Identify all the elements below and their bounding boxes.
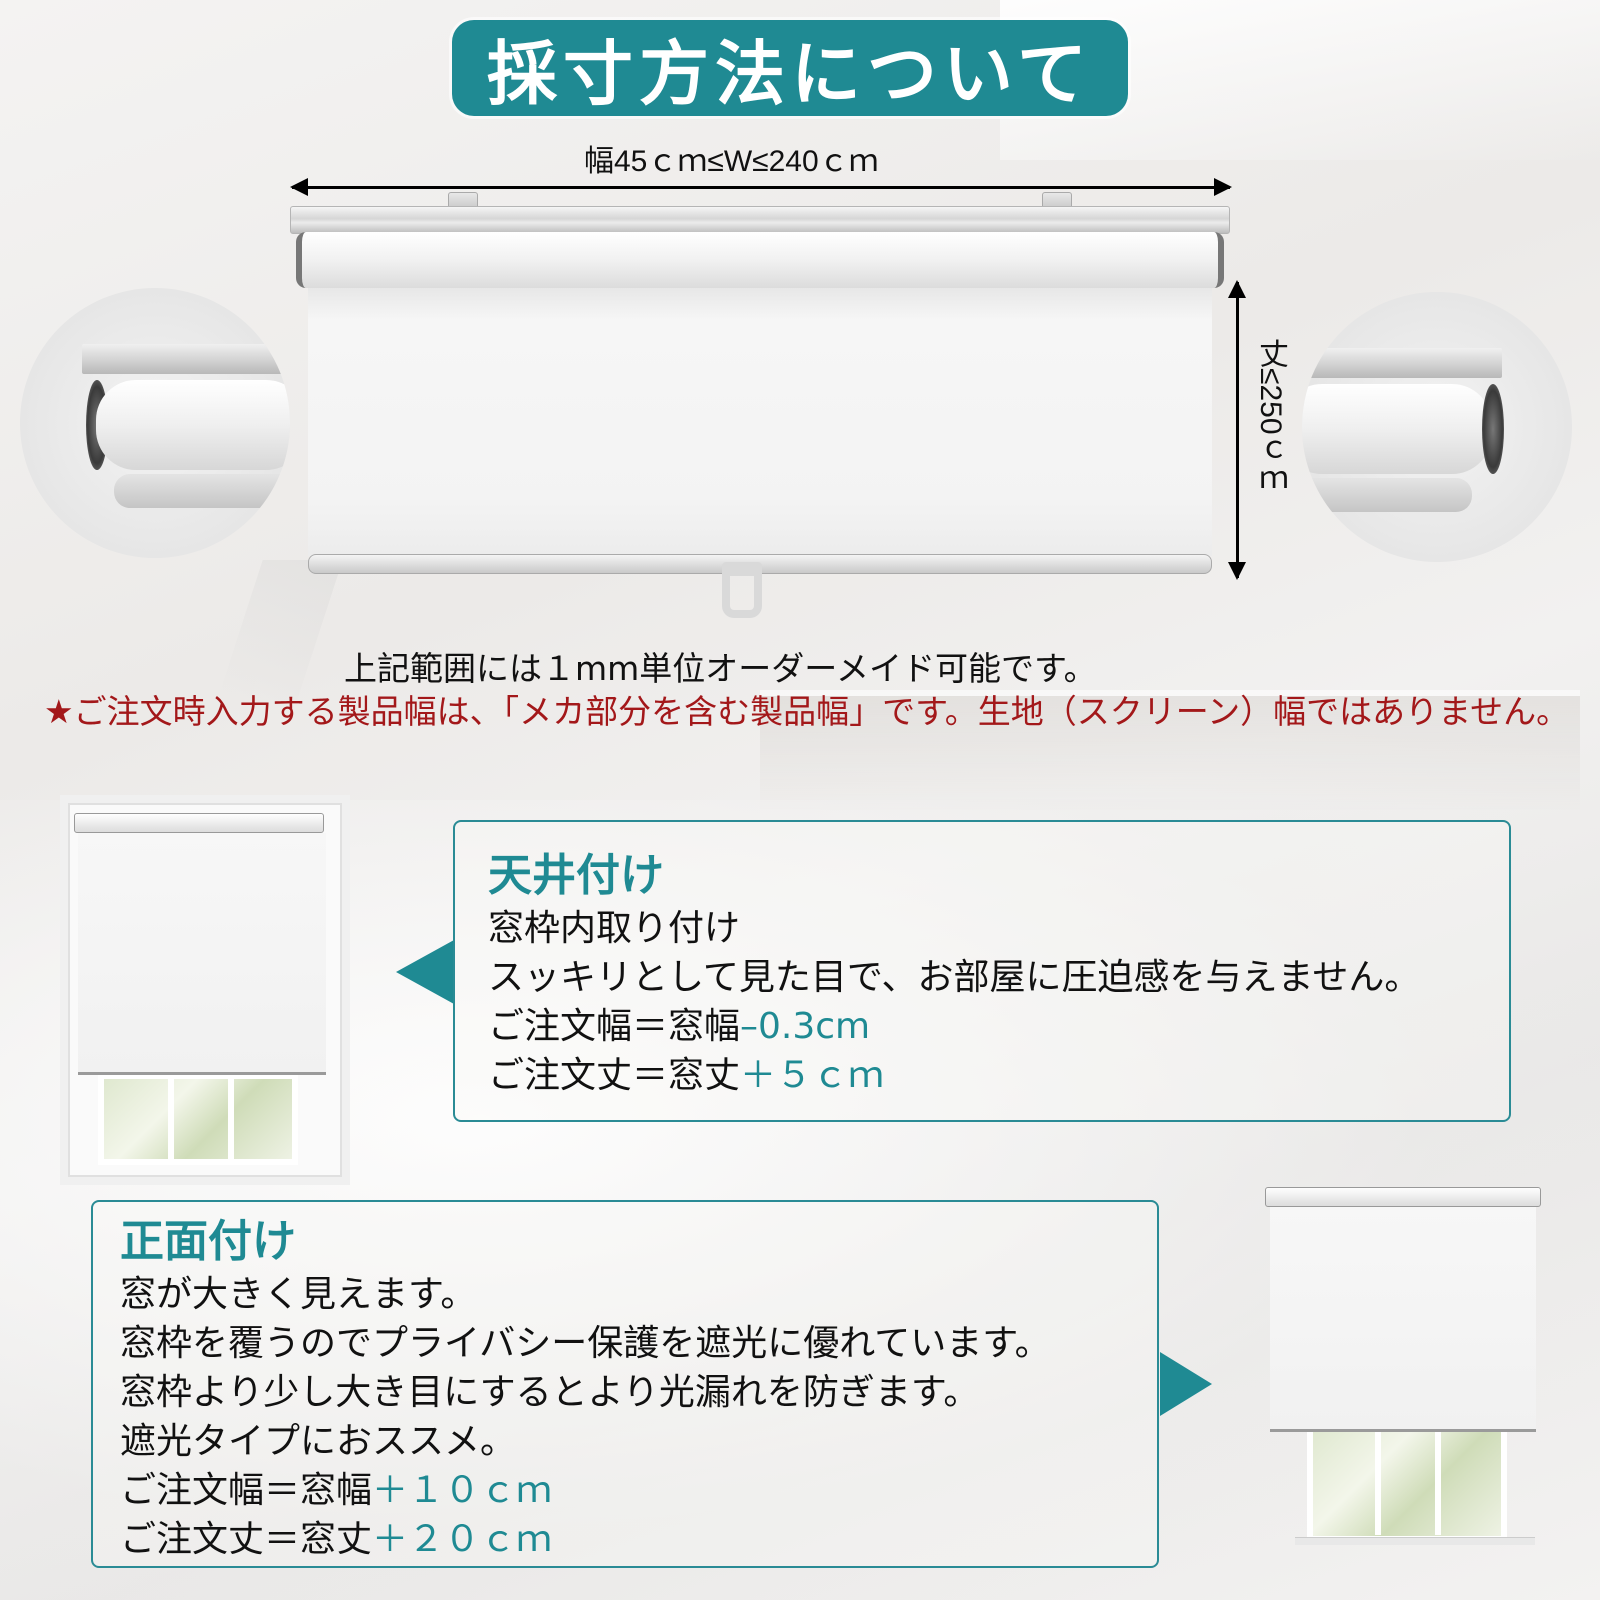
photo-mullion bbox=[168, 1079, 174, 1159]
photo-mullion bbox=[1435, 1425, 1441, 1535]
ceiling-mount-line: 窓枠内取り付け bbox=[488, 908, 741, 949]
formula-label: ご注文丈＝窓丈 bbox=[488, 1055, 741, 1096]
ceiling-mount-height-formula: ご注文丈＝窓丈＋５ｃｍ bbox=[488, 1051, 1420, 1100]
photo-headrail bbox=[74, 813, 324, 833]
ceiling-mount-line: スッキリとして見た目で、お部屋に圧迫感を与えません。 bbox=[488, 957, 1421, 998]
front-mount-line: 窓枠より少し大き目にするとより光漏れを防ぎます。 bbox=[120, 1372, 980, 1413]
roller-blind-illustration bbox=[290, 192, 1230, 632]
formula-label: ご注文丈＝窓丈 bbox=[120, 1519, 373, 1560]
front-mount-window-image bbox=[1265, 1175, 1545, 1550]
detail-rail bbox=[82, 344, 290, 374]
photo-mullion bbox=[228, 1079, 234, 1159]
formula-label: ご注文幅＝窓幅 bbox=[120, 1470, 373, 1511]
ceiling-mount-width-formula: ご注文幅＝窓幅–0.3cm bbox=[488, 1002, 1420, 1051]
photo-mullion bbox=[1375, 1425, 1381, 1535]
ceiling-mount-panel: 天井付け 窓枠内取り付け スッキリとして見た目で、お部屋に圧迫感を与えません。 … bbox=[453, 820, 1511, 1122]
photo-shade bbox=[1270, 1207, 1536, 1432]
photo-window-glass bbox=[98, 1073, 298, 1165]
height-range-label: 丈≤250ｃｍ bbox=[1254, 338, 1287, 495]
pointer-right-icon bbox=[1160, 1352, 1212, 1416]
blind-fabric bbox=[308, 288, 1212, 556]
height-double-arrow-icon bbox=[1228, 280, 1246, 580]
ceiling-mount-window-image bbox=[60, 795, 350, 1185]
bracket-detail-left-image bbox=[20, 288, 290, 558]
title-banner: 採寸方法について bbox=[452, 20, 1128, 116]
pointer-left-icon bbox=[396, 940, 454, 1004]
ceiling-mount-heading: 天井付け bbox=[488, 850, 664, 901]
photo-headrail bbox=[1265, 1187, 1541, 1207]
bracket-detail-right-image bbox=[1302, 292, 1572, 562]
front-mount-line: 遮光タイプにおススメ。 bbox=[120, 1421, 517, 1462]
formula-value: –0.3cm bbox=[740, 1006, 871, 1047]
headrail bbox=[290, 206, 1230, 234]
front-mount-heading: 正面付け bbox=[120, 1216, 296, 1267]
detail-bottom-bar bbox=[114, 474, 290, 508]
photo-shade bbox=[78, 833, 326, 1075]
width-double-arrow-icon bbox=[290, 178, 1232, 196]
front-mount-height-formula: ご注文丈＝窓丈＋２０ｃｍ bbox=[120, 1515, 1051, 1564]
pull-handle bbox=[722, 562, 762, 618]
photo-window-glass bbox=[1307, 1420, 1507, 1542]
front-mount-line: 窓枠を覆うのでプライバシー保護を遮光に優れています。 bbox=[120, 1323, 1051, 1364]
roller-tube bbox=[296, 232, 1224, 288]
front-mount-panel: 正面付け 窓が大きく見えます。 窓枠を覆うのでプライバシー保護を遮光に優れていま… bbox=[91, 1200, 1159, 1568]
page-title: 採寸方法について bbox=[487, 32, 1093, 115]
detail-roll bbox=[96, 380, 290, 470]
formula-value: ＋２０ｃｍ bbox=[372, 1519, 553, 1560]
front-mount-line: 窓が大きく見えます。 bbox=[120, 1274, 477, 1315]
width-warning-note: ★ご注文時入力する製品幅は、「メカ部分を含む製品幅」です。生地（スクリーン）幅で… bbox=[44, 692, 1570, 731]
detail-end-cap bbox=[1482, 384, 1504, 474]
formula-value: ＋１０ｃｍ bbox=[372, 1470, 553, 1511]
detail-rail bbox=[1302, 348, 1502, 378]
formula-label: ご注文幅＝窓幅 bbox=[488, 1006, 741, 1047]
formula-value: ＋５ｃｍ bbox=[740, 1055, 885, 1096]
front-mount-width-formula: ご注文幅＝窓幅＋１０ｃｍ bbox=[120, 1466, 1051, 1515]
detail-bottom-bar bbox=[1302, 478, 1472, 512]
width-range-label: 幅45ｃｍ≤W≤240ｃｍ bbox=[584, 145, 879, 178]
detail-roll bbox=[1302, 384, 1492, 474]
photo-sill bbox=[1295, 1537, 1535, 1545]
order-unit-note: 上記範囲には１mm単位オーダーメイド可能です。 bbox=[344, 649, 1097, 688]
